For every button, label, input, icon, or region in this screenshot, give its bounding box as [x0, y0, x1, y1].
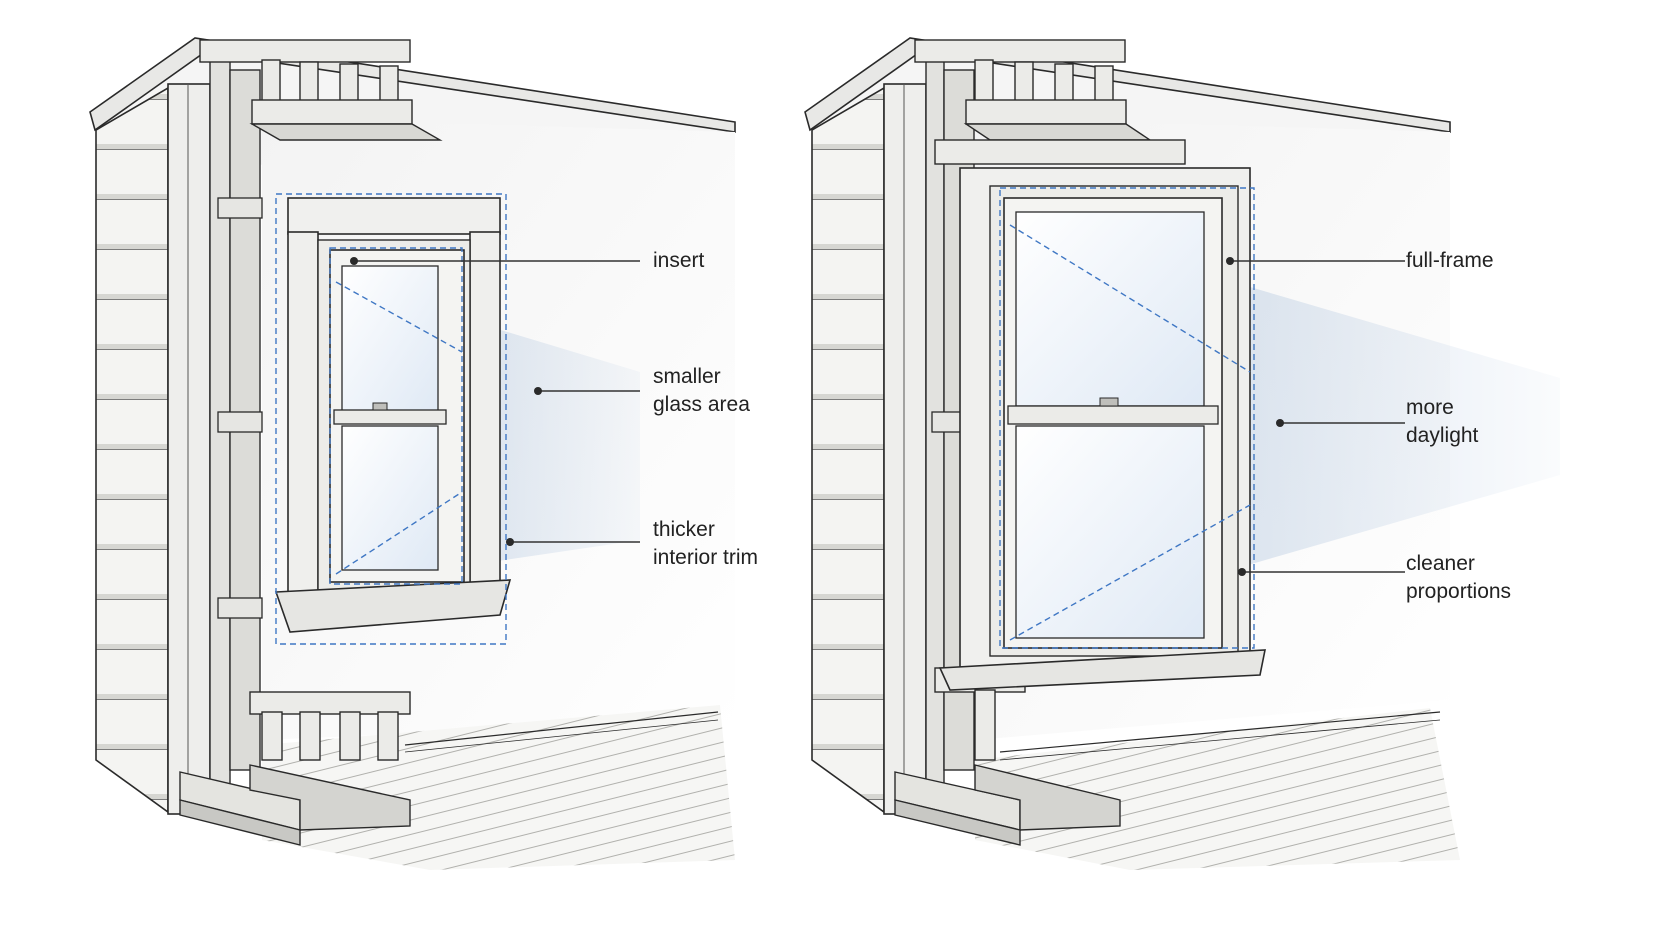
glass-area-guides — [999, 187, 1255, 649]
window-sill — [274, 579, 512, 633]
leader-dot — [1238, 568, 1246, 576]
callout-full-frame: full-frame — [1406, 247, 1494, 275]
callout-line: daylight — [1406, 424, 1479, 447]
callout-line: insert — [653, 249, 705, 272]
callout-more-daylight: more daylight — [1406, 394, 1478, 450]
insert-window — [329, 249, 465, 583]
lower-glass — [1015, 425, 1205, 639]
leader-dot — [506, 538, 514, 546]
full-frame-window — [938, 167, 1266, 691]
upper-glass — [1015, 211, 1205, 407]
callout-line: proportions — [1406, 580, 1512, 603]
window-sill — [938, 649, 1266, 691]
wall-stud-outer — [883, 83, 927, 815]
leader-dot — [350, 257, 358, 265]
callout-line: full-frame — [1406, 249, 1494, 272]
ceiling-joists — [914, 39, 1186, 165]
leader-dot — [1226, 257, 1234, 265]
floor — [975, 708, 1460, 870]
leader-lines — [1230, 260, 1405, 573]
callout-line: glass area — [653, 393, 750, 416]
leader-lines — [354, 260, 640, 543]
wall-stud-outer — [167, 83, 211, 815]
sash-lock-icon — [372, 402, 388, 411]
callout-line: thicker — [653, 518, 715, 541]
leader-dot — [1276, 419, 1284, 427]
exterior-siding — [811, 86, 885, 814]
blocking — [217, 411, 263, 433]
sash-lock-icon — [1099, 397, 1119, 407]
callout-line: smaller — [653, 365, 721, 388]
floor-framing — [179, 691, 411, 846]
wall-stud-inner — [209, 59, 231, 821]
callout-smaller-glass-area: smaller glass area — [653, 363, 750, 419]
callout-line: cleaner — [1406, 552, 1475, 575]
glass-area-guides — [275, 193, 507, 645]
callout-line: more — [1406, 396, 1454, 419]
callout-thicker-interior-trim: thicker interior trim — [653, 516, 758, 572]
callout-insert: insert — [653, 247, 704, 275]
upper-glass — [341, 265, 439, 415]
callout-cleaner-proportions: cleaner proportions — [1406, 550, 1511, 606]
left-panel-insert-window — [89, 37, 736, 870]
ceiling-joists — [199, 39, 443, 141]
right-panel-full-frame-window — [804, 37, 1560, 870]
blocking — [217, 197, 263, 219]
exterior-siding — [95, 86, 169, 814]
leader-dot — [534, 387, 542, 395]
lower-glass — [341, 425, 439, 571]
callout-line: interior trim — [653, 546, 759, 569]
blocking — [217, 597, 263, 619]
wall-stud-inner — [925, 59, 945, 821]
